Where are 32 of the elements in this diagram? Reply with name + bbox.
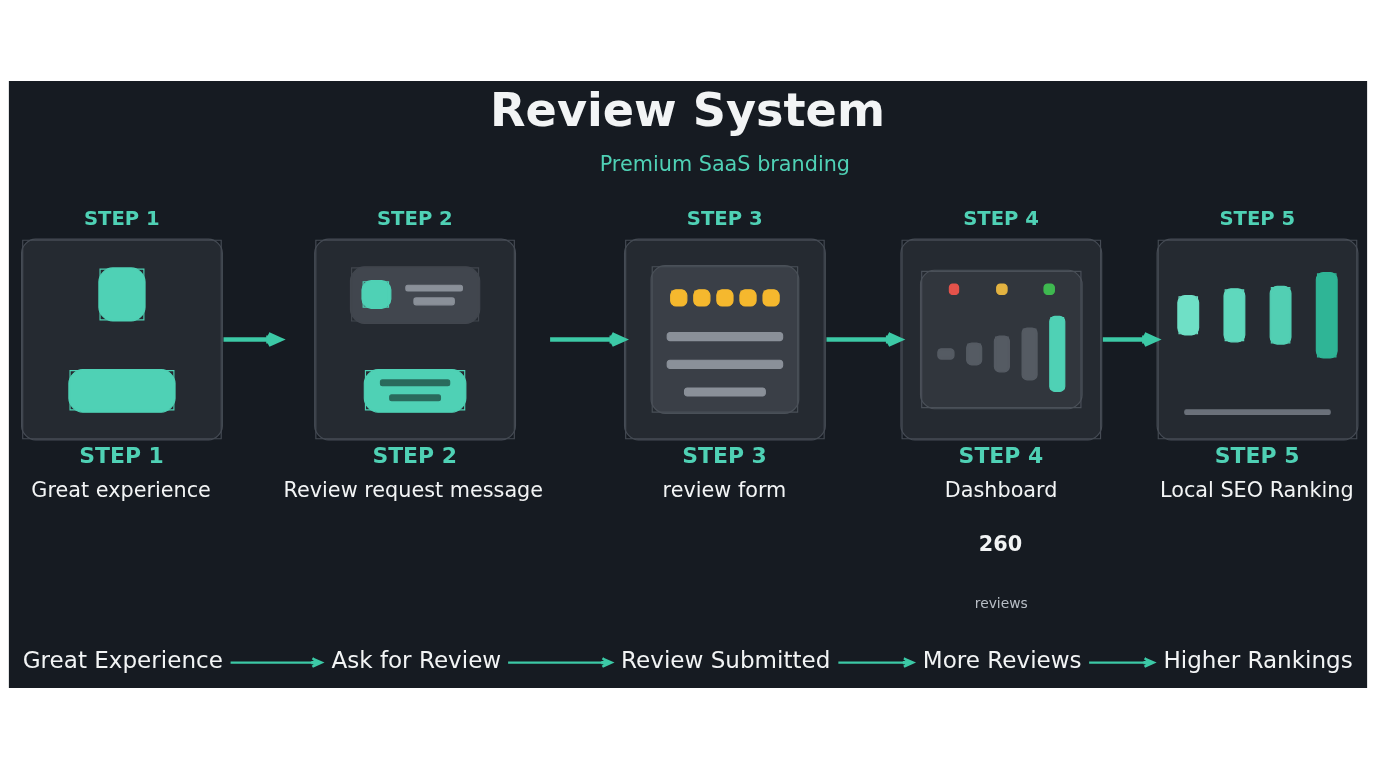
- node-label: STEP 5: [1214, 442, 1300, 468]
- arrow: [550, 331, 626, 347]
- node-label: Local SEO Ranking: [1159, 477, 1354, 502]
- node-label: review form: [662, 477, 787, 502]
- label: Premium SaaS branding: [599, 151, 851, 176]
- arrow: [826, 331, 903, 347]
- arrow: [838, 656, 915, 668]
- node-label: Dashboard: [944, 477, 1058, 502]
- node-label: Great experience: [31, 477, 211, 502]
- arrow: [223, 331, 283, 347]
- label: 260: [978, 531, 1023, 556]
- node-text: Higher Rankings: [1163, 646, 1353, 673]
- arrow: [1102, 331, 1159, 347]
- node-label: STEP 4: [963, 206, 1039, 230]
- arrow: [230, 656, 323, 668]
- node-label: Review request message: [283, 477, 544, 502]
- node-text: Review Submitted: [621, 646, 831, 673]
- node-label: STEP 4: [958, 442, 1044, 468]
- node-label: STEP 5: [1219, 206, 1296, 230]
- node-label: STEP 2: [377, 206, 453, 230]
- node-label: STEP 1: [83, 206, 160, 230]
- label: reviews: [974, 594, 1028, 611]
- node-text: Great Experience: [22, 646, 223, 673]
- node-label: STEP 2: [372, 442, 457, 468]
- node-label: STEP 3: [682, 442, 767, 468]
- node-label: STEP 3: [686, 206, 763, 230]
- node-label: STEP 1: [79, 442, 164, 468]
- arrow: [508, 656, 613, 668]
- diagram-title: Review System: [490, 82, 885, 137]
- node-text: Ask for Review: [331, 646, 502, 673]
- node-text: More Reviews: [922, 646, 1082, 673]
- arrow: [1089, 656, 1156, 668]
